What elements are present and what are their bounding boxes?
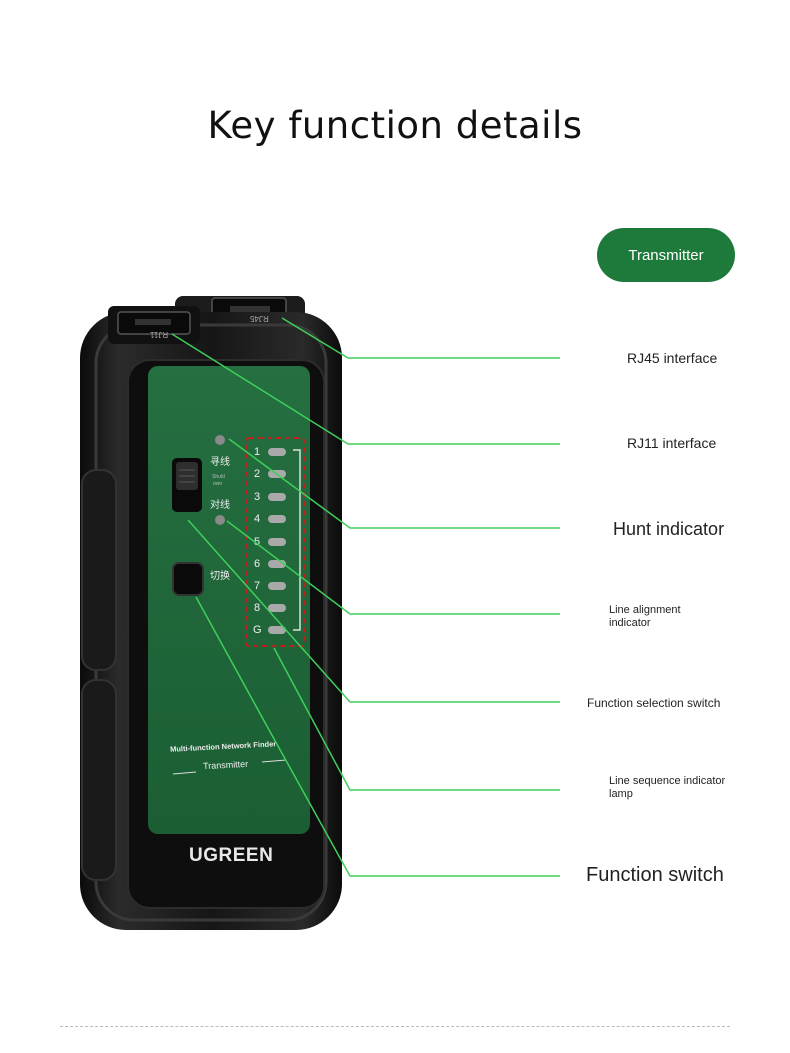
callout-line-sequence xyxy=(273,647,560,791)
callout-function-switch: Function switch xyxy=(586,864,724,886)
led-label-8: 8 xyxy=(254,602,261,614)
callout-line-hunt xyxy=(228,438,560,529)
callout-rj45: RJ45 interface xyxy=(627,350,718,366)
led-label-4: 4 xyxy=(254,513,261,525)
sequence-led-box xyxy=(245,437,305,647)
page-title: Key function details xyxy=(207,104,583,147)
callout-line-alignment-1: Line alignment xyxy=(609,604,681,616)
led-label-g: G xyxy=(253,624,262,636)
callout-line-function-switch xyxy=(195,596,560,877)
switch-bottom-label: 对线 xyxy=(210,500,230,511)
toggle-label: 切换 xyxy=(210,571,230,582)
callout-line-alignment-2: indicator xyxy=(609,617,651,629)
led-label-2: 2 xyxy=(254,468,261,480)
brand-logo: UGREEN xyxy=(189,845,274,866)
led-label-7: 7 xyxy=(254,580,261,592)
switch-small-label-2: own xyxy=(213,481,223,487)
callout-line-sequence-1: Line sequence indicator xyxy=(609,775,726,787)
function-selection-button xyxy=(172,562,204,596)
hunt-led xyxy=(215,435,225,445)
bottom-divider xyxy=(60,1026,730,1027)
callout-line-selection xyxy=(187,519,560,703)
led-label-3: 3 xyxy=(254,491,261,503)
callout-line-rj45 xyxy=(281,317,560,359)
alignment-led xyxy=(215,515,225,525)
switch-top-label: 寻线 xyxy=(210,457,230,468)
led-label-5: 5 xyxy=(254,536,261,548)
callout-rj11: RJ11 interface xyxy=(627,435,717,451)
led-label-1: 1 xyxy=(254,446,261,458)
callout-hunt-indicator: Hunt indicator xyxy=(613,519,725,539)
callout-line-sequence-2: lamp xyxy=(609,788,633,800)
transmitter-badge: Transmitter xyxy=(597,228,735,282)
switch-small-label-1: Shuld xyxy=(212,474,225,480)
callout-line-rj11 xyxy=(171,333,560,445)
led-label-6: 6 xyxy=(254,558,261,570)
callout-function-selection: Function selection switch xyxy=(587,696,721,710)
callout-line-alignment xyxy=(226,520,560,615)
